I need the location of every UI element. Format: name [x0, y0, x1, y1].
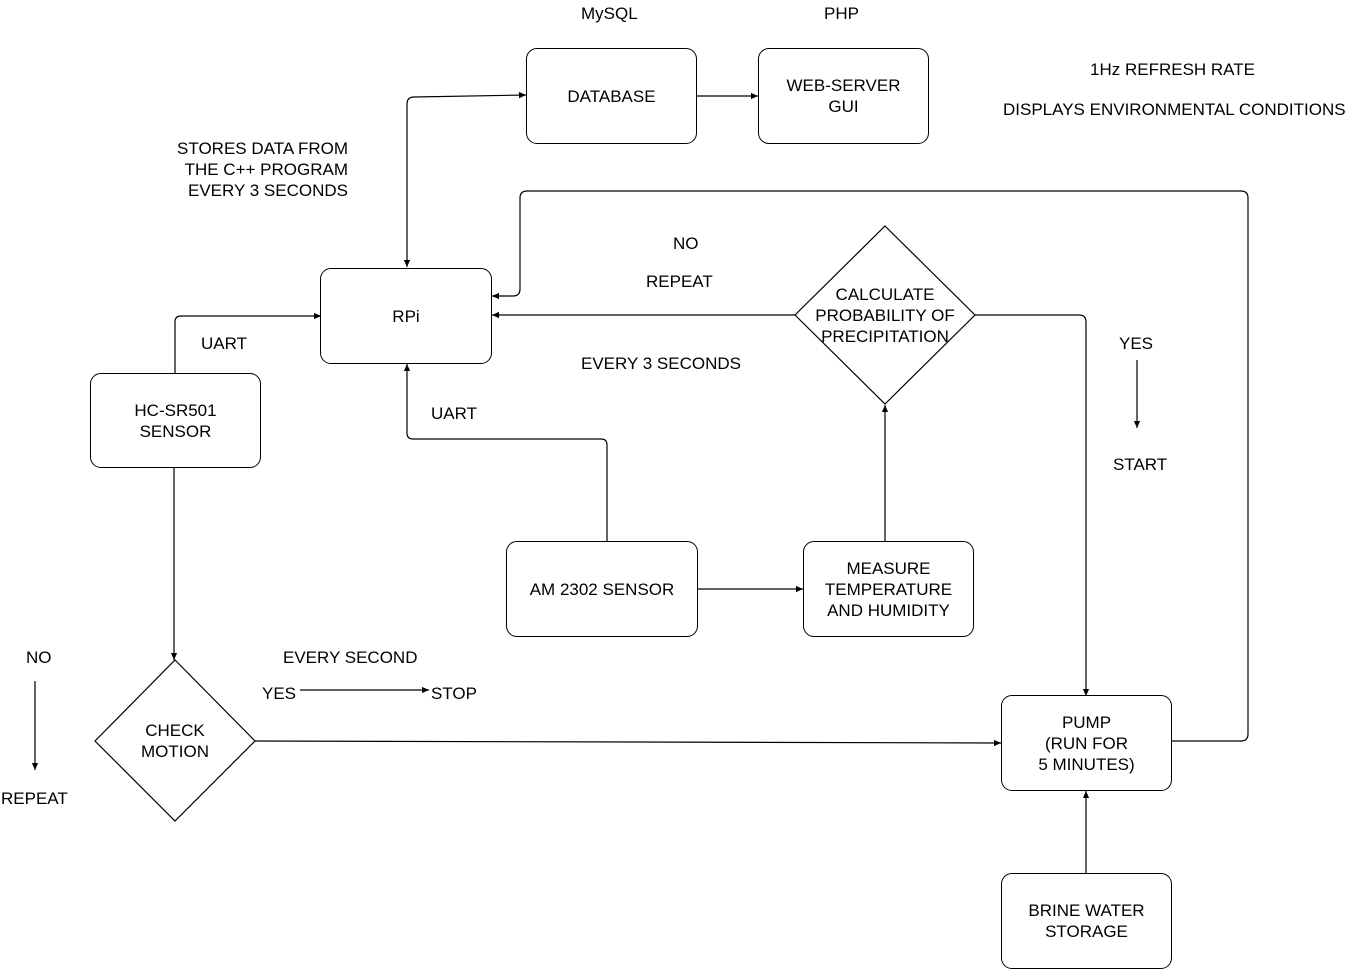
brine-water-storage-node[interactable]: BRINE WATER STORAGE — [1001, 873, 1172, 969]
start-label: START — [1113, 455, 1168, 474]
measure-temperature-node[interactable]: MEASURE TEMPERATURE AND HUMIDITY — [803, 541, 974, 637]
yes-mid-label: YES — [262, 684, 297, 703]
calculate-pump-link — [975, 314, 1090, 696]
check-motion-diamond — [94, 659, 256, 822]
every-3-seconds-label: EVERY 3 SECONDS — [581, 354, 741, 373]
php-label: PHP — [824, 4, 859, 23]
rpi-node[interactable]: RPi — [320, 268, 492, 364]
yes-right-label: YES — [1119, 334, 1154, 353]
hc-rpi-link — [174, 312, 321, 373]
repeat-left-label: REPEAT — [1, 789, 68, 808]
uart-bottom-label: UART — [431, 404, 477, 423]
mysql-label: MySQL — [581, 4, 638, 23]
database-node[interactable]: DATABASE — [526, 48, 697, 144]
pump-node[interactable]: PUMP (RUN FOR 5 MINUTES) — [1001, 695, 1172, 791]
am2302-sensor-node[interactable]: AM 2302 SENSOR — [506, 541, 698, 637]
displays-label: DISPLAYS ENVIRONMENTAL CONDITIONS — [1003, 100, 1346, 119]
repeat-top-label: REPEAT — [646, 272, 713, 291]
pump-rpi-loop — [492, 190, 1249, 742]
refresh-rate-label: 1Hz REFRESH RATE — [1090, 60, 1255, 79]
stop-label: STOP — [431, 684, 477, 703]
hc-sr501-sensor-node[interactable]: HC-SR501 SENSOR — [90, 373, 261, 468]
no-left-label: NO — [26, 648, 52, 667]
webserver-gui-node[interactable]: WEB-SERVER GUI — [758, 48, 929, 144]
check-motion-node[interactable]: CHECK MOTION — [141, 721, 209, 761]
stores-data-label: STORES DATA FROM THE C++ PROGRAM EVERY 3… — [177, 139, 348, 200]
every-second-label: EVERY SECOND — [283, 648, 418, 667]
calculate-precipitation-node[interactable]: CALCULATE PROBABILITY OF PRECIPITATION — [815, 284, 955, 346]
no-top-label: NO — [673, 234, 699, 253]
am-rpi-link — [403, 364, 608, 541]
rpi-database-link — [403, 91, 527, 267]
check-pump-link — [254, 739, 1002, 747]
calculate-diamond — [794, 225, 976, 405]
uart-left-label: UART — [201, 334, 247, 353]
